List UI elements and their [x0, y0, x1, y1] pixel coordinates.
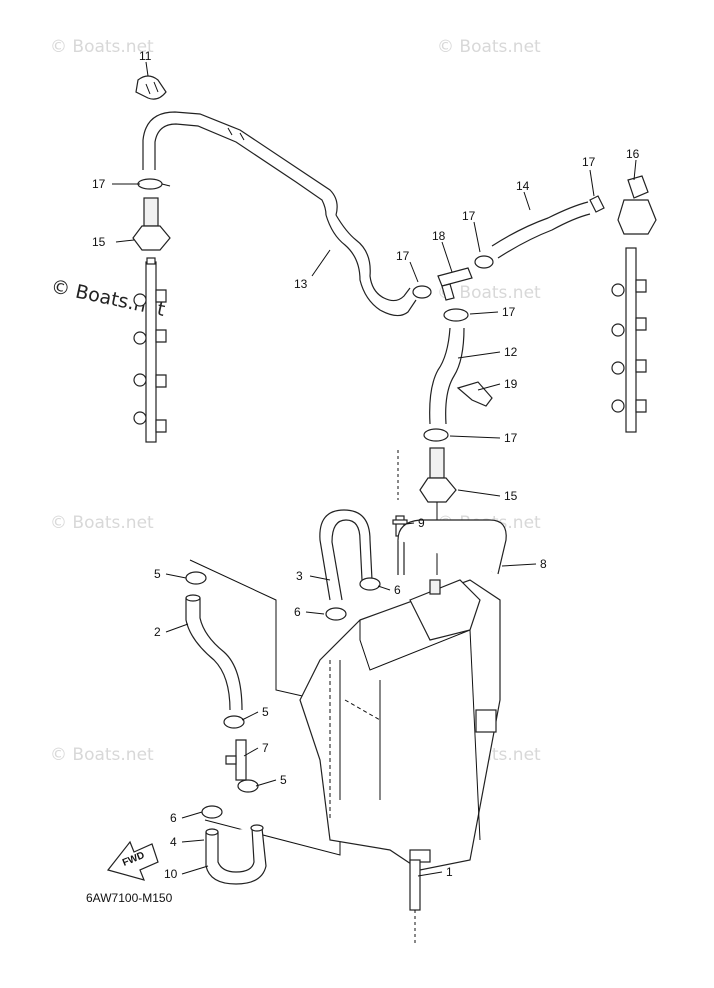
callout-17: 17 — [92, 177, 106, 191]
callout-9: 9 — [418, 516, 425, 530]
watermark: © Boats.net — [437, 37, 541, 57]
callout-4: 4 — [170, 835, 177, 849]
callout-17: 17 — [582, 155, 596, 169]
hose-3 — [319, 509, 373, 601]
callout-7: 7 — [262, 741, 269, 755]
fuel-rail-left — [133, 257, 167, 443]
callouts: 11 17 15 13 17 16 14 17 18 17 17 12 19 1… — [92, 49, 640, 881]
callout-5: 5 — [154, 567, 161, 581]
callout-8: 8 — [540, 557, 547, 571]
clip-11 — [135, 75, 167, 100]
callout-2: 2 — [154, 625, 161, 639]
fitting-15-left — [132, 197, 171, 251]
fitting-16 — [617, 175, 657, 235]
watermark: © Boats.net — [50, 513, 154, 533]
clamp-6-bot — [201, 805, 223, 819]
fwd-arrow: FWD — [106, 840, 159, 881]
clamp-5-top — [185, 571, 207, 585]
callout-17: 17 — [502, 305, 516, 319]
callout-17: 17 — [504, 431, 518, 445]
hose-13 — [142, 111, 417, 317]
callout-17: 17 — [462, 209, 476, 223]
callout-3: 3 — [296, 569, 303, 583]
callout-19: 19 — [504, 377, 518, 391]
callout-6: 6 — [170, 811, 177, 825]
clamp-6-top — [359, 577, 381, 591]
clamp-17-a — [412, 285, 432, 299]
clamp-17-c — [443, 308, 469, 322]
tee-7 — [225, 739, 247, 781]
callout-11: 11 — [139, 49, 152, 63]
hose-8 — [397, 519, 507, 575]
callout-18: 18 — [432, 229, 446, 243]
callout-5: 5 — [262, 705, 269, 719]
clamp-17-d — [423, 428, 449, 442]
callout-17: 17 — [396, 249, 410, 263]
pin-1 — [409, 859, 421, 945]
watermark: © Boats.net — [50, 745, 154, 765]
callout-6: 6 — [294, 605, 301, 619]
callout-14: 14 — [516, 179, 530, 193]
callout-10: 10 — [164, 867, 178, 881]
fuel-rail-right — [611, 247, 647, 433]
callout-1: 1 — [446, 865, 453, 879]
clamp-17-left — [137, 178, 171, 190]
tee-18 — [437, 267, 473, 301]
hose-2 — [185, 594, 243, 711]
clamp-5-bot — [237, 779, 259, 793]
hose-10 — [205, 824, 267, 885]
clamp-6-mid — [325, 607, 347, 621]
callout-15: 15 — [92, 235, 106, 249]
diagram-code: 6AW7100-M150 — [86, 891, 173, 905]
clamp-17-right — [589, 195, 605, 213]
callout-6: 6 — [394, 583, 401, 597]
clip-19 — [456, 381, 493, 407]
clamp-17-b — [474, 255, 494, 269]
watermark: © Boats.net — [50, 37, 154, 57]
watermark: © Boats.net — [437, 283, 541, 303]
vapor-separator — [299, 579, 501, 871]
callout-13: 13 — [294, 277, 308, 291]
hose-12 — [429, 327, 465, 425]
callout-12: 12 — [504, 345, 518, 359]
hose-14 — [491, 201, 591, 259]
callout-15: 15 — [504, 489, 518, 503]
clamp-5-mid — [223, 715, 245, 729]
callout-16: 16 — [626, 147, 640, 161]
leader-lines — [112, 61, 637, 877]
callout-5: 5 — [280, 773, 287, 787]
fitting-15-center — [419, 447, 457, 503]
